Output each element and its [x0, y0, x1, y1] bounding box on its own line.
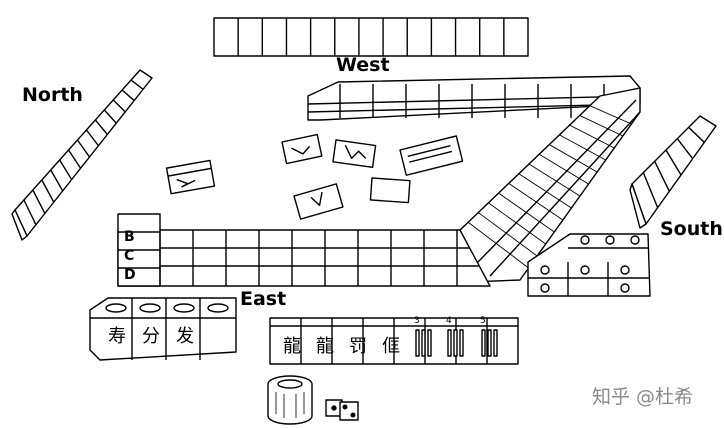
watermark: 知乎 @杜希	[592, 386, 694, 408]
tile-edge	[50, 169, 64, 192]
label-west: West	[336, 54, 390, 76]
tile-edge	[23, 199, 37, 226]
tile-edge	[508, 183, 564, 221]
loose-tiles	[165, 133, 464, 220]
tile-edge	[498, 192, 555, 233]
tile-edge	[676, 138, 694, 160]
wall-back-row	[307, 75, 641, 121]
tile-edge	[642, 172, 659, 208]
dot-tiles-group	[527, 233, 651, 297]
tile-edge	[67, 149, 82, 169]
loose-tile	[293, 183, 344, 220]
hand-tile-number: 4	[446, 316, 452, 326]
west-wall	[213, 17, 529, 57]
wall-row-letter: D	[124, 267, 136, 283]
wall-row-letter: B	[124, 229, 135, 245]
tile-edge	[478, 212, 538, 257]
discard-glyph: 寿	[108, 326, 126, 347]
tile-edge	[589, 105, 632, 125]
hand-tile-number: 5	[480, 316, 486, 326]
tile-edge	[85, 129, 99, 147]
label-east: East	[240, 288, 287, 310]
tile-dot	[540, 283, 550, 293]
wall-row-letter: C	[124, 248, 135, 264]
discard-tiles: 寿 分 发	[89, 297, 237, 361]
hand-tiles: 龍 龍 罚 㑌 3 4 5	[269, 316, 519, 365]
bamboo-stick	[487, 329, 492, 357]
wall-right-row	[457, 87, 641, 283]
tile-dot	[620, 265, 630, 275]
tile-edge	[654, 161, 670, 192]
tile-edge	[559, 134, 606, 161]
chip-holder	[267, 375, 313, 425]
loose-tile	[332, 139, 377, 169]
discard-glyph: 发	[176, 326, 194, 347]
tile-dot	[630, 235, 640, 245]
tile-edge	[467, 221, 529, 269]
tile-edge	[94, 119, 108, 135]
tile-edge	[121, 89, 135, 102]
north-wall	[11, 69, 153, 241]
tile-edge	[32, 189, 46, 214]
loose-tile	[165, 159, 216, 195]
label-north: North	[22, 84, 83, 106]
tile-edge	[130, 79, 144, 90]
tile-dot	[605, 235, 615, 245]
tile-edge	[488, 202, 546, 245]
loose-tile	[281, 133, 323, 165]
tile-dot	[580, 235, 590, 245]
tile-dot	[620, 283, 630, 293]
bamboo-stick	[493, 329, 498, 357]
tile-edge	[569, 124, 615, 149]
tile-edge	[518, 173, 572, 209]
bamboo-stick	[415, 329, 420, 357]
bamboo-stick	[481, 329, 486, 357]
bamboo-stick	[459, 329, 464, 357]
bamboo-stick	[421, 329, 426, 357]
tile-edge	[538, 153, 589, 185]
tile-edge	[59, 159, 73, 180]
tile-edge	[688, 126, 705, 143]
dice	[325, 399, 359, 421]
tile-edge	[41, 179, 55, 203]
tile-edge	[528, 163, 581, 197]
hand-glyph: 龍	[316, 336, 334, 357]
tile-edge	[112, 99, 126, 113]
tile-edge	[103, 109, 117, 124]
bamboo-stick	[453, 329, 458, 357]
tile-edge	[76, 139, 91, 158]
wall-front-row	[117, 213, 491, 287]
tile-edge	[579, 115, 624, 137]
tile-dot	[540, 265, 550, 275]
hand-glyph: 㑌	[382, 336, 400, 357]
tile-dot	[580, 265, 590, 275]
loose-tile	[369, 177, 411, 204]
south-wall	[629, 115, 717, 229]
bamboo-stick	[427, 329, 432, 357]
tile-edge	[549, 144, 598, 173]
tile-edge	[665, 149, 682, 176]
hand-glyph: 龍	[283, 336, 301, 357]
loose-tile	[399, 135, 464, 176]
hand-glyph: 罚	[349, 336, 367, 357]
discard-glyph: 分	[142, 326, 160, 347]
bamboo-stick	[447, 329, 452, 357]
label-south: South	[660, 218, 723, 240]
hand-tile-number: 3	[414, 316, 420, 326]
